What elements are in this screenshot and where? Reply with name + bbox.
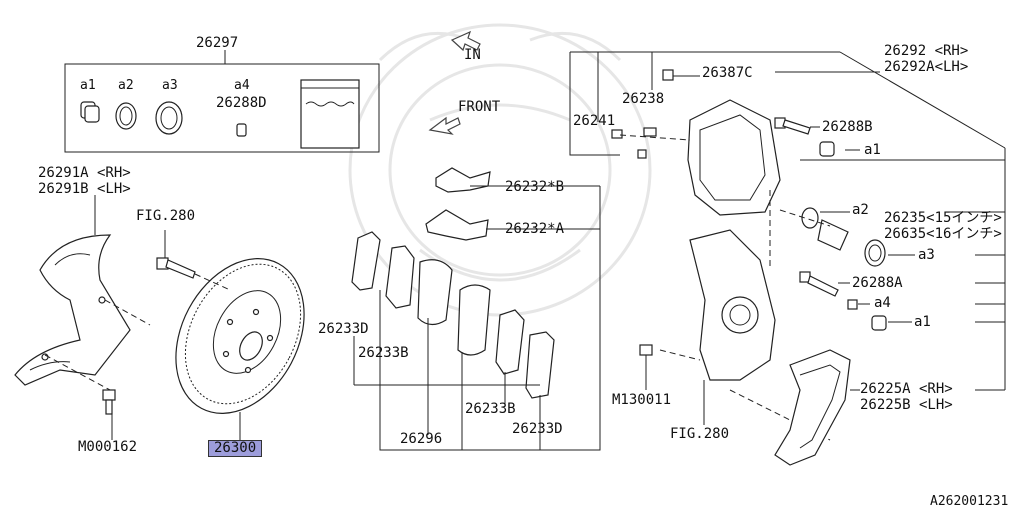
label-a3: a3 [918, 247, 935, 263]
label-26225a: 26225A <RH> [860, 381, 953, 397]
label-26635: 26635<16インチ> [884, 226, 1002, 242]
caliper-group [569, 51, 1006, 466]
kit-item-a3: a3 [162, 78, 178, 93]
label-a1-lower: a1 [914, 314, 931, 330]
label-26292: 26292 <RH> [884, 43, 969, 59]
label-26387c: 26387C [702, 65, 753, 81]
label-a4: a4 [874, 295, 891, 311]
kit-item-a1: a1 [80, 78, 96, 93]
label-26235: 26235<15インチ> [884, 210, 1002, 226]
kit-item-a2: a2 [118, 78, 134, 93]
label-26291b: 26291B <LH> [38, 181, 131, 197]
label-fig280-left: FIG.280 [136, 208, 196, 224]
label-26232b: 26232*B [505, 179, 565, 195]
label-26233b-right: 26233B [465, 401, 516, 417]
dust-shield [14, 195, 151, 440]
label-26296: 26296 [400, 431, 443, 447]
label-26291a: 26291A <RH> [38, 165, 131, 181]
label-26288a: 26288A [852, 275, 903, 291]
brake-rotor [156, 230, 305, 440]
label-26238: 26238 [622, 91, 665, 107]
label-26292a: 26292A<LH> [884, 59, 969, 75]
direction-front: FRONT [458, 99, 501, 115]
direction-in: IN [464, 47, 481, 63]
label-m000162: M000162 [78, 439, 138, 455]
pads-and-shims [351, 167, 601, 451]
label-fig280-right: FIG.280 [670, 426, 730, 442]
label-26300-highlighted[interactable]: 26300 [208, 440, 263, 457]
label-26233d-left: 26233D [318, 321, 369, 337]
label-26225b: 26225B <LH> [860, 397, 953, 413]
label-a1-upper: a1 [864, 142, 881, 158]
label-26232a: 26232*A [505, 221, 565, 237]
label-26288b: 26288B [822, 119, 873, 135]
kit-part-number: 26297 [196, 35, 239, 51]
label-26233d-right: 26233D [512, 421, 563, 437]
document-code: A262001231 [930, 494, 1009, 509]
kit-item-a4: a4 [234, 78, 250, 93]
direction-arrows [428, 30, 481, 135]
kit-box [64, 50, 380, 153]
label-26241: 26241 [573, 113, 616, 129]
label-26233b-left: 26233B [358, 345, 409, 361]
label-m130011: M130011 [612, 392, 672, 408]
label-a2: a2 [852, 202, 869, 218]
kit-item-a4-part: 26288D [216, 95, 267, 111]
